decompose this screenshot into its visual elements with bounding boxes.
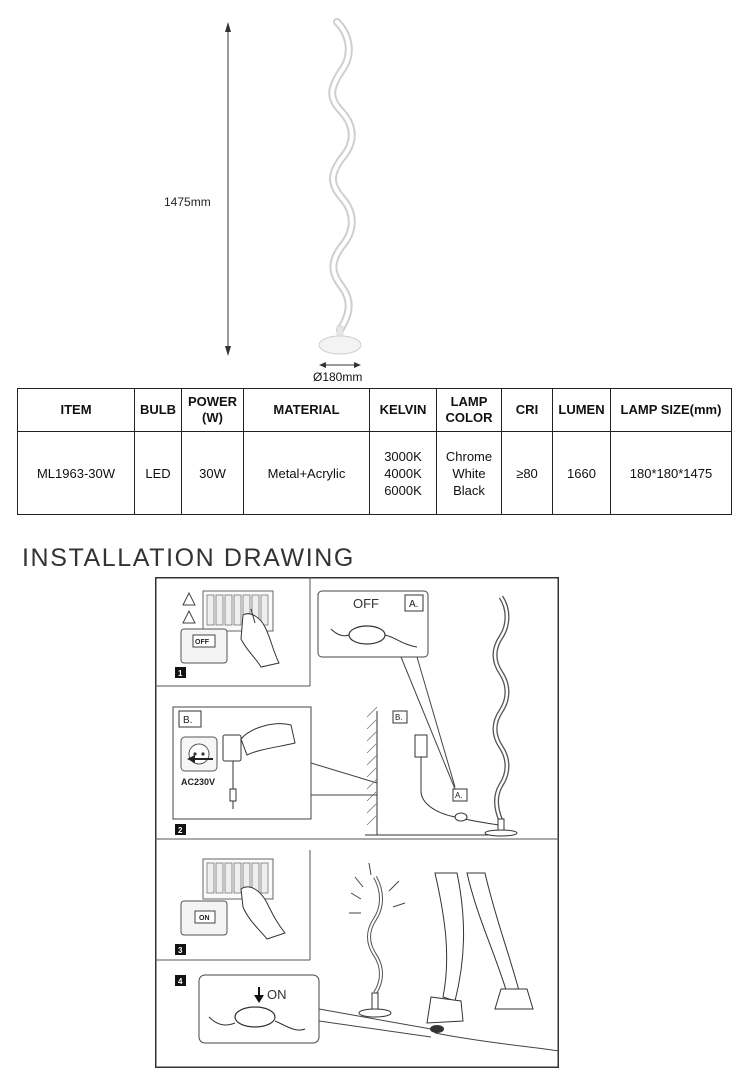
height-arrow-bottom	[225, 346, 231, 356]
header-material: MATERIAL	[243, 388, 370, 432]
product-drawing	[225, 18, 362, 368]
cell-lumen: 1660	[552, 431, 611, 515]
switch-on-label: ON	[267, 987, 287, 1002]
cell-item: ML1963-30W	[17, 431, 135, 515]
step-1-badge: 1	[178, 669, 183, 678]
header-lamp-color: LAMP COLOR	[436, 388, 502, 432]
header-bulb: BULB	[134, 388, 182, 432]
step-badges: 1 2 3 4	[175, 667, 186, 986]
header-item: ITEM	[17, 388, 135, 432]
step-4-badge: 4	[178, 977, 183, 986]
table-row: ML1963-30W LED 30W Metal+Acrylic 3000K 4…	[17, 431, 732, 515]
step4-illustration: ON	[198, 862, 559, 1052]
callout-a-small: A.	[455, 791, 463, 800]
kelvin-value: 6000K	[384, 482, 422, 498]
cell-material: Metal+Acrylic	[243, 431, 370, 515]
foot-switch-off-callout: OFF A.	[317, 590, 456, 790]
switch-off-label: OFF	[353, 596, 379, 611]
kelvin-value: 4000K	[384, 465, 422, 481]
height-arrow-top	[225, 22, 231, 32]
spec-table: ITEM BULB POWER (W) MATERIAL KELVIN LAMP…	[17, 388, 732, 515]
header-power: POWER (W)	[181, 388, 244, 432]
lamp-color-value: Black	[453, 482, 485, 498]
header-lamp-size: LAMP SIZE(mm)	[610, 388, 732, 432]
lamp-color-value: White	[452, 465, 486, 481]
lamp-base	[318, 335, 362, 355]
diameter-label: Ø180mm	[313, 370, 363, 384]
voltage-label: AC230V	[181, 777, 215, 787]
step-2-badge: 2	[178, 826, 183, 835]
panel-off-label: OFF	[195, 639, 210, 646]
cell-lamp-size: 180*180*1475	[610, 431, 732, 515]
cell-cri: ≥80	[501, 431, 553, 515]
installation-drawing: OFF B. AC230V B.	[155, 577, 559, 1068]
height-label: 1475mm	[164, 195, 211, 209]
step-3-badge: 3	[178, 946, 183, 955]
header-cri: CRI	[501, 388, 553, 432]
step3-illustration: ON	[180, 858, 286, 940]
header-kelvin: KELVIN	[369, 388, 437, 432]
panel-on-label: ON	[199, 915, 210, 922]
callout-b-small: B.	[395, 713, 403, 722]
installation-heading: INSTALLATION DRAWING	[22, 544, 355, 572]
cell-power: 30W	[181, 431, 244, 515]
cell-lamp-color: Chrome White Black	[436, 431, 502, 515]
cell-kelvin: 3000K 4000K 6000K	[369, 431, 437, 515]
callout-b-label: B.	[183, 715, 192, 726]
step2-illustration: B. AC230V B. A.	[172, 706, 503, 836]
cell-bulb: LED	[134, 431, 182, 515]
header-lumen: LUMEN	[552, 388, 611, 432]
step1-illustration: OFF	[180, 590, 280, 668]
drawing-frame	[155, 577, 559, 1068]
table-header-row: ITEM BULB POWER (W) MATERIAL KELVIN LAMP…	[17, 388, 732, 432]
kelvin-value: 3000K	[384, 448, 422, 464]
lamp-color-value: Chrome	[445, 448, 493, 464]
callout-a-label: A.	[409, 599, 418, 610]
